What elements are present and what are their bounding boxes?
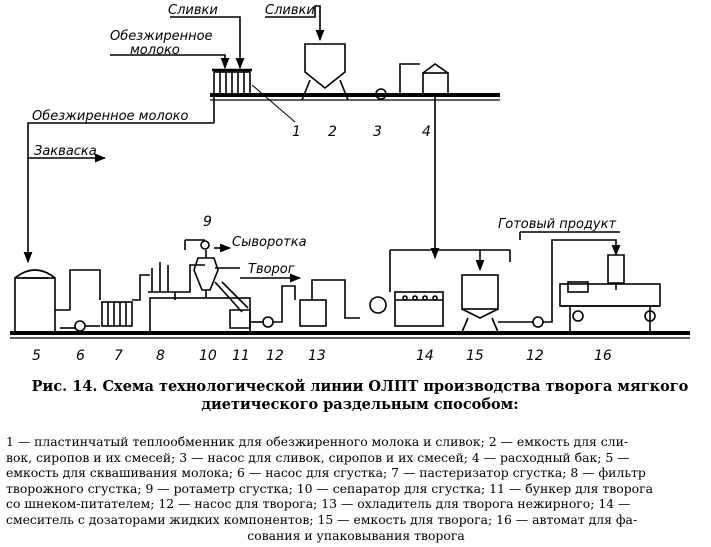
equipment-number-11: 11 (232, 348, 250, 364)
equipment-numbers: 1 2 3 4 5 6 7 8 9 10 11 12 13 14 15 12 1… (32, 84, 612, 364)
rotameter-9 (184, 239, 210, 250)
stream-label-whey: Сыворотка (232, 235, 307, 250)
stream-label-skim-milk-mid: Обезжиренное молоко (32, 109, 189, 124)
stream-label-finished-product: Готовый продукт (498, 217, 616, 232)
legend-line: смеситель с дозаторами жидких компоненто… (6, 511, 638, 527)
equipment-number-15: 15 (466, 348, 484, 364)
legend-line: вок, сиропов и их смесей; 3 — насос для … (6, 449, 630, 465)
curd-filter-8 (148, 262, 205, 300)
curd-pump-6 (60, 320, 100, 332)
legend-line: 1 — пластинчатый теплообменник для обезж… (6, 434, 629, 449)
curd-tank-15 (461, 250, 499, 333)
equipment-number-12: 12 (266, 348, 284, 364)
equipment-number-4: 4 (422, 124, 431, 140)
pasteurizer-7 (101, 274, 150, 327)
equipment-legend: 1 — пластинчатый теплообменник для обезж… (6, 434, 706, 543)
cream-pump-3 (345, 63, 420, 100)
supply-tank-4 (422, 63, 449, 260)
equipment-number-1: 1 (292, 124, 301, 140)
stream-label-cream-2: Сливки (265, 3, 315, 18)
equipment-number-3: 3 (373, 124, 382, 140)
fermentation-tank-5 (14, 269, 56, 333)
equipment-number-8: 8 (156, 348, 165, 364)
stream-label-skim-milk-top-2: молоко (130, 43, 180, 58)
mixer-14 (369, 249, 511, 327)
legend-line: творожного сгустка; 9 — ротаметр сгустка… (6, 480, 653, 496)
curd-hopper-11 (229, 309, 251, 329)
figure-caption-title: Рис. 14. Схема технологической линии ОЛП… (20, 378, 700, 414)
equipment-number-12-b: 12 (526, 348, 544, 364)
curd-pump-12 (250, 285, 296, 328)
packaging-machine-16 (559, 254, 661, 332)
plate-heat-exchanger-1 (212, 68, 252, 95)
equipment-number-9: 9 (203, 214, 212, 230)
equipment-number-5: 5 (32, 348, 41, 364)
stream-label-curd: Творог (248, 262, 295, 277)
caption-title-line-1: Рис. 14. Схема технологической линии ОЛП… (31, 378, 689, 395)
equipment-number-10: 10 (199, 348, 217, 364)
equipment-number-16: 16 (594, 348, 612, 364)
equipment-number-2: 2 (328, 124, 337, 140)
equipment-number-7: 7 (114, 348, 123, 364)
curd-pump-12-b (498, 232, 621, 328)
curd-separator-10 (193, 243, 232, 298)
equipment-number-14: 14 (416, 348, 434, 364)
stream-label-cream-1: Сливки (168, 3, 218, 18)
process-flow-diagram: Сливки Сливки Обезжиренное молоко Обезжи… (10, 3, 690, 364)
legend-line: сования и упаковывания творога (247, 527, 465, 543)
equipment-number-13: 13 (308, 348, 326, 364)
stream-label-skim-milk-top-1: Обезжиренное (110, 29, 213, 44)
ground-floor (10, 331, 690, 339)
stream-label-starter: Закваска (34, 144, 97, 159)
equipment-number-6: 6 (76, 348, 85, 364)
caption-title-line-2: диетического раздельным способом: (201, 396, 519, 413)
legend-line: емкость для сквашивания молока; 6 — насо… (6, 465, 646, 481)
cream-tank-2 (301, 43, 349, 101)
curd-cooler-13 (299, 279, 360, 327)
legend-line: со шнеком-питателем; 12 — насос для твор… (6, 496, 631, 512)
